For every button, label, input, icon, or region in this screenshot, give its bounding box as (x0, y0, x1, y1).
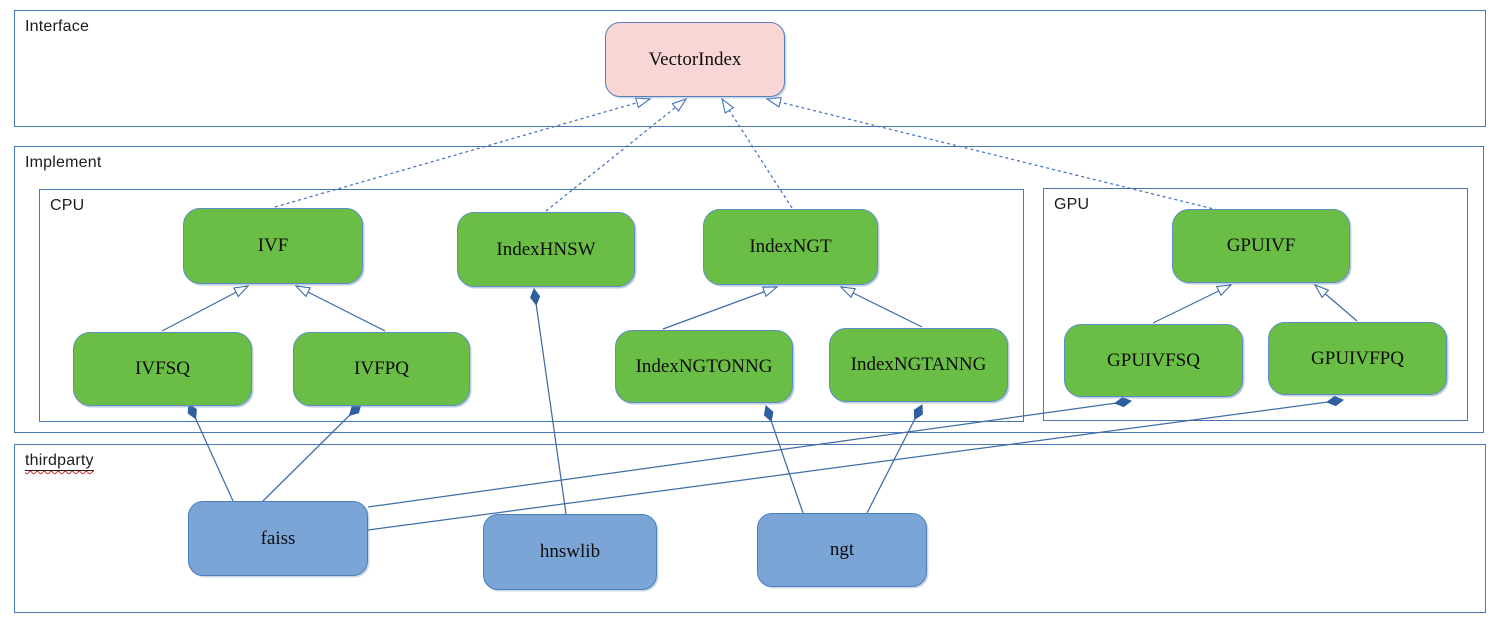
node-indexhnsw[interactable]: IndexHNSW (457, 212, 635, 287)
node-vectorindex[interactable]: VectorIndex (605, 22, 785, 97)
node-indexngt-label: IndexNGT (749, 236, 832, 257)
edge-realization-ivf-vectorindex[interactable] (274, 97, 652, 208)
section-label-cpu: CPU (50, 197, 85, 214)
edge-generalization-indexngtonng-indexngt[interactable] (662, 286, 779, 330)
node-gpuivfpq[interactable]: GPUIVFPQ (1268, 322, 1447, 395)
section-frame-cpu[interactable]: CPU (39, 189, 1024, 422)
section-frame-thirdparty[interactable]: thirdparty (14, 444, 1486, 613)
node-indexngtonng-label: IndexNGTONNG (635, 355, 773, 377)
edge-composition-ngt-indexngtonng[interactable] (766, 406, 804, 514)
node-ivfsq[interactable]: IVFSQ (73, 332, 252, 406)
node-ivf[interactable]: IVF (183, 208, 363, 284)
edge-composition-ngt-indexngtanng[interactable] (866, 405, 922, 514)
edge-composition-faiss-ivfsq[interactable] (189, 404, 234, 502)
node-vectorindex-label: VectorIndex (648, 48, 742, 70)
node-ivfsq-label: IVFSQ (135, 358, 190, 379)
node-gpuivf-label: GPUIVF (1226, 235, 1296, 256)
node-ngt-label: ngt (829, 539, 855, 560)
node-hnswlib[interactable]: hnswlib (483, 514, 657, 590)
edge-generalization-ivfsq-ivf[interactable] (161, 285, 250, 332)
edge-generalization-gpuivfpq-gpuivf[interactable] (1313, 283, 1358, 322)
node-indexngtanng-label: IndexNGTANNG (850, 354, 987, 375)
edge-realization-gpuivf-vectorindex[interactable] (765, 96, 1219, 211)
section-frame-gpu[interactable]: GPU (1043, 188, 1468, 421)
node-indexngtanng[interactable]: IndexNGTANNG (829, 328, 1008, 402)
node-ngt[interactable]: ngt (757, 513, 927, 587)
node-indexhnsw-label: IndexHNSW (496, 238, 596, 260)
section-frame-interface[interactable]: Interface (14, 10, 1486, 127)
section-label-gpu: GPU (1054, 196, 1090, 213)
node-gpuivfsq-label: GPUIVFSQ (1107, 349, 1200, 371)
node-indexngt[interactable]: IndexNGT (703, 209, 878, 285)
edge-generalization-gpuivfsq-gpuivf[interactable] (1152, 284, 1233, 324)
node-gpuivf[interactable]: GPUIVF (1172, 209, 1350, 283)
node-indexngtonng[interactable]: IndexNGTONNG (615, 330, 793, 403)
edge-composition-faiss-ivfpq[interactable] (262, 404, 361, 502)
section-label-thirdparty: thirdparty (25, 452, 94, 471)
section-label-interface: Interface (25, 18, 90, 35)
section-frame-implement[interactable]: Implement (14, 146, 1484, 433)
edge-realization-indexhnsw-vectorindex[interactable] (545, 97, 688, 212)
edge-composition-faiss-gpuivfsq[interactable] (367, 401, 1131, 508)
edge-generalization-indexngtanng-indexngt[interactable] (839, 286, 923, 328)
node-faiss-label: faiss (260, 527, 296, 549)
edge-realization-indexngt-vectorindex[interactable] (721, 97, 793, 209)
edge-composition-faiss-gpuivfpq[interactable] (367, 400, 1343, 531)
section-label-implement: Implement (25, 154, 102, 171)
node-gpuivfsq[interactable]: GPUIVFSQ (1064, 324, 1243, 397)
node-ivf-label: IVF (257, 235, 289, 256)
node-ivfpq[interactable]: IVFPQ (293, 332, 470, 406)
node-ivfpq-label: IVFPQ (354, 358, 409, 379)
edge-composition-hnswlib-indexhnsw[interactable] (534, 289, 567, 515)
edge-generalization-ivfpq-ivf[interactable] (294, 285, 386, 332)
node-faiss[interactable]: faiss (188, 501, 368, 576)
node-hnswlib-label: hnswlib (539, 541, 601, 562)
node-gpuivfpq-label: GPUIVFPQ (1311, 347, 1404, 369)
